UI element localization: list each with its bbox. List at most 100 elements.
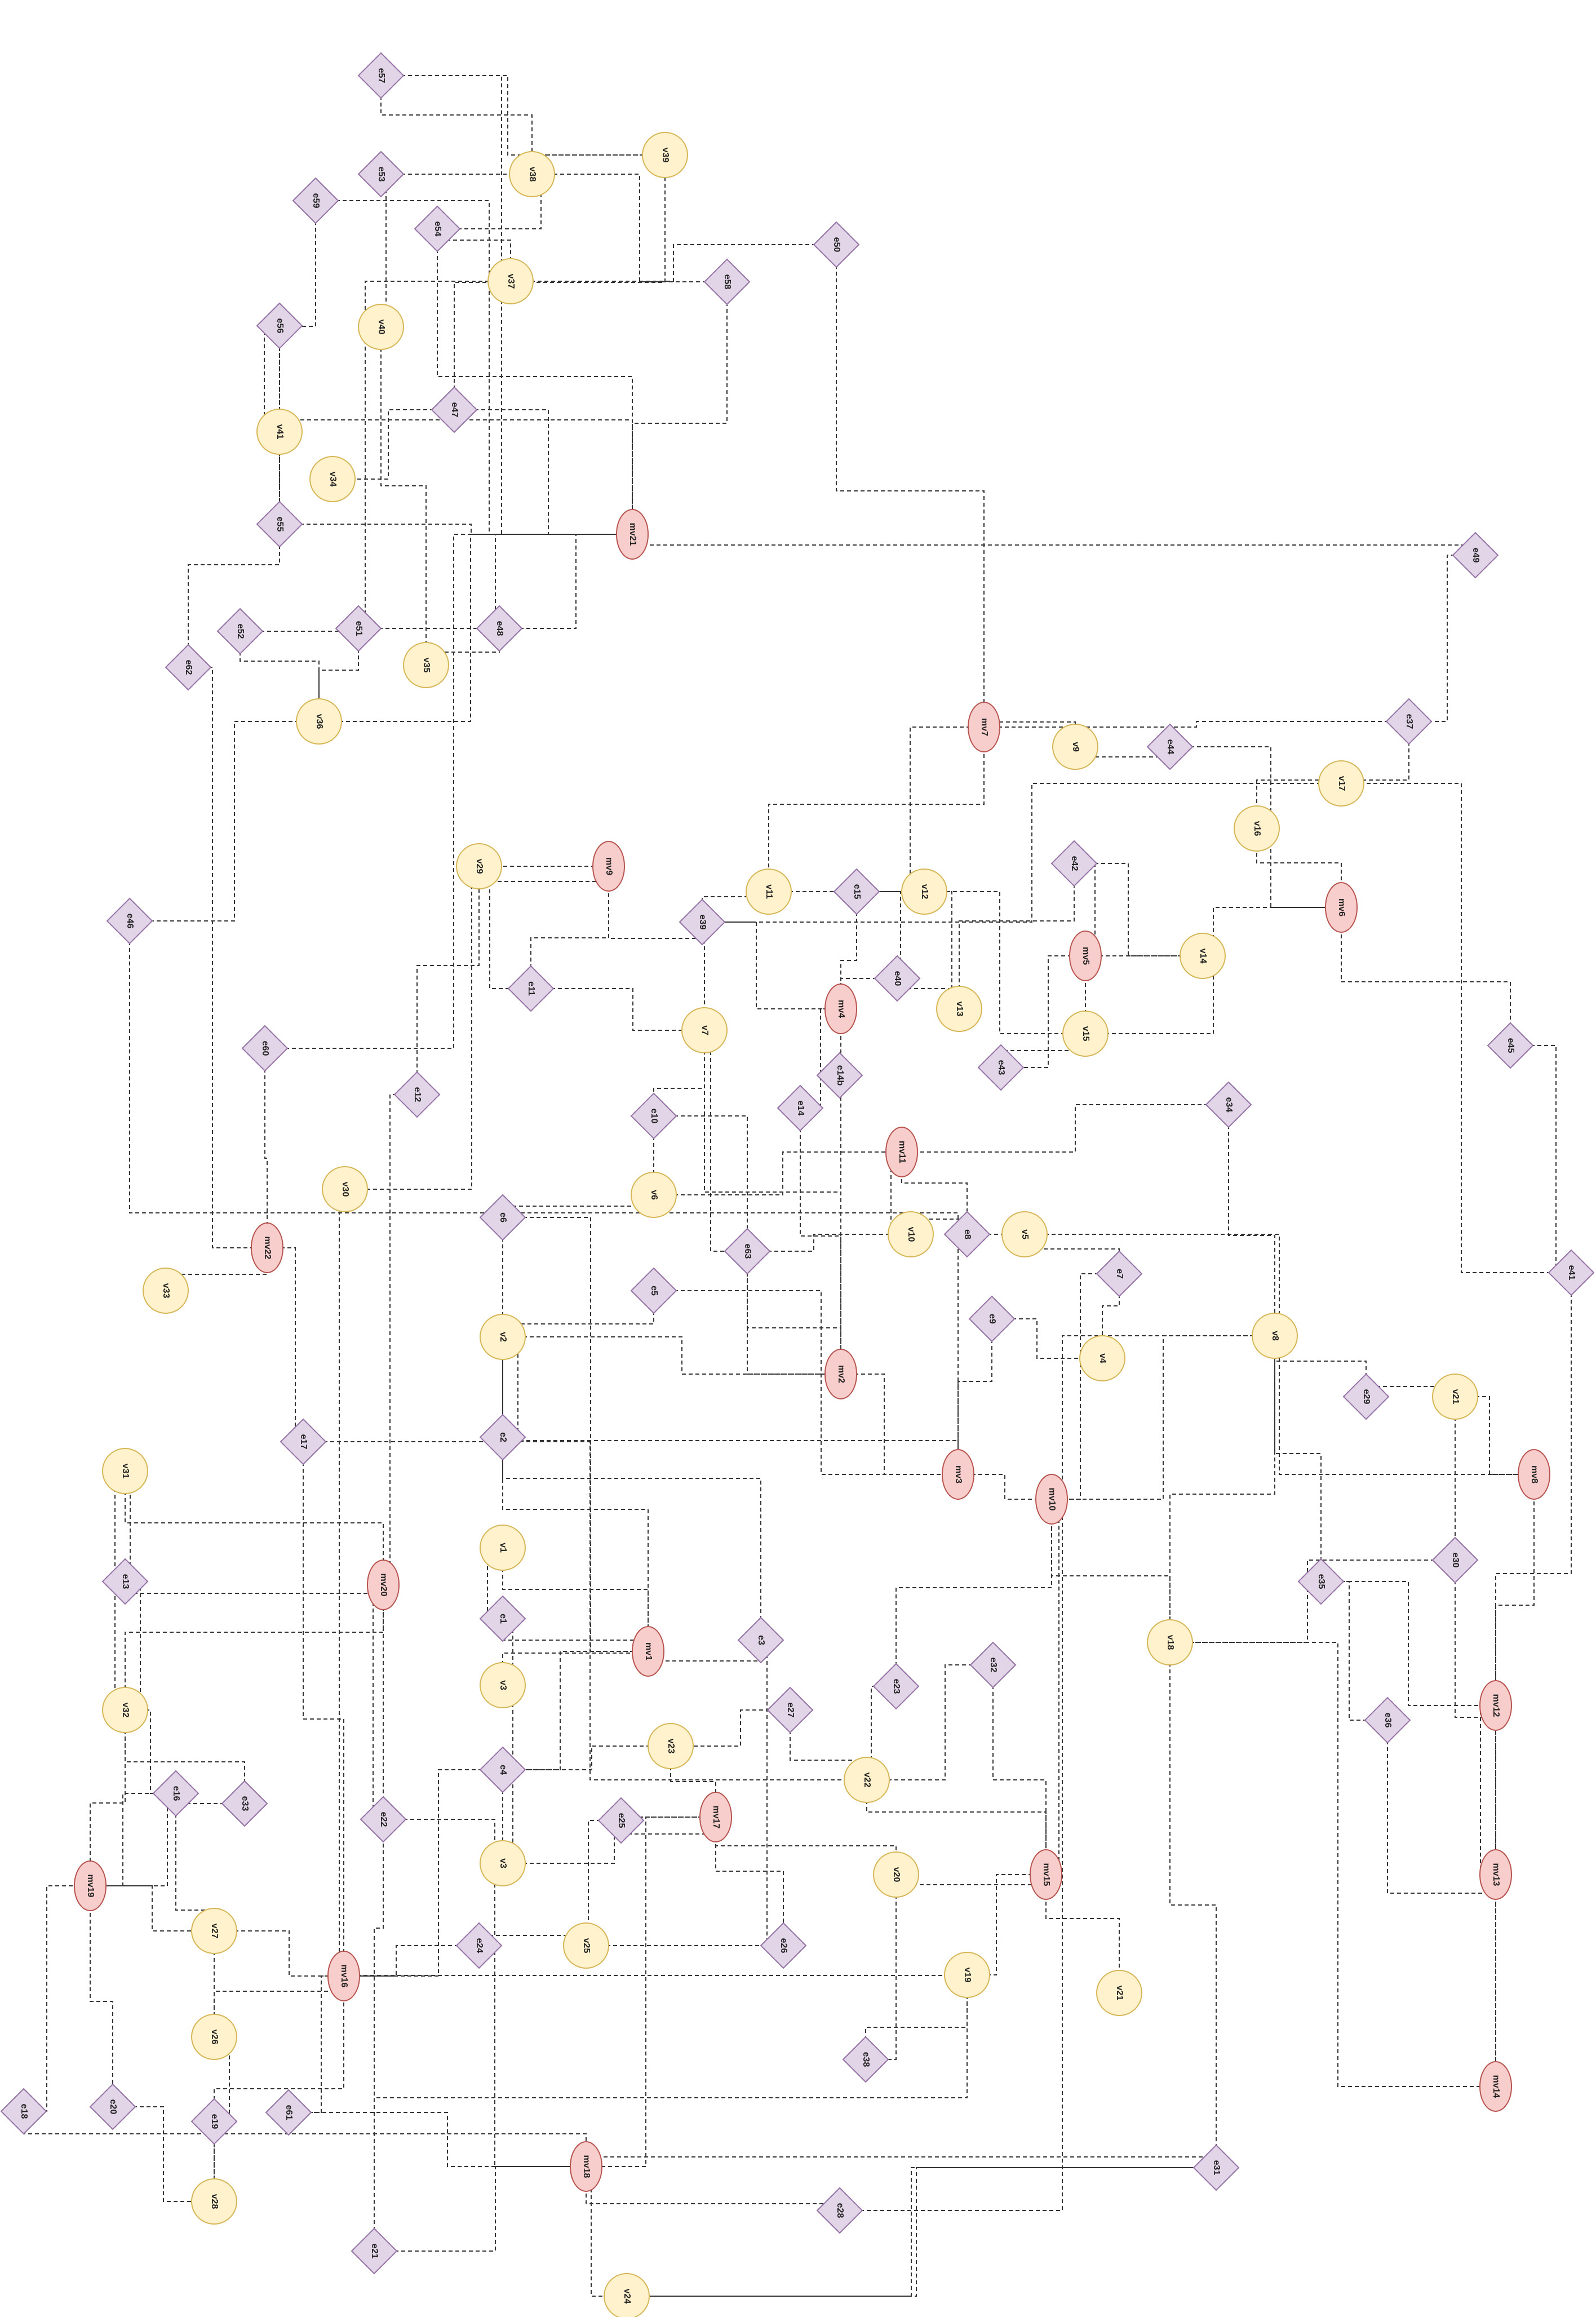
node-shape <box>1252 1313 1298 1359</box>
hyperedge-node: e52 <box>216 608 264 655</box>
node-shape <box>872 1663 920 1710</box>
node-shape <box>842 2036 889 2083</box>
variable-node: v30 <box>322 1166 368 1212</box>
node-label: e30 <box>1451 1553 1460 1568</box>
node-shape <box>1001 1211 1048 1257</box>
connector-line <box>130 721 319 922</box>
node-label: mv10 <box>1047 1488 1057 1511</box>
hyperedge-node: e24 <box>455 1922 503 1969</box>
node-label: v13 <box>955 1002 964 1017</box>
node-label: e32 <box>988 1658 998 1673</box>
node-shape <box>480 1840 526 1886</box>
connector-line <box>289 2112 586 2167</box>
node-label: e1 <box>498 1614 508 1624</box>
node-label: v2 <box>498 1332 508 1342</box>
meta-variable-node: mv17 <box>699 1792 732 1842</box>
node-label: e44 <box>1165 739 1175 755</box>
hyperedge-node: e46 <box>106 897 153 945</box>
connector-line <box>345 866 609 1190</box>
node-label: mv13 <box>1491 1863 1501 1886</box>
node-label: e19 <box>210 2114 219 2129</box>
node-shape <box>648 1723 694 1769</box>
node-shape <box>431 386 478 433</box>
connector-line <box>1455 1560 1496 1875</box>
node-label: v20 <box>892 1867 901 1882</box>
variable-node: v36 <box>296 698 342 745</box>
node-label: e14b <box>835 1065 845 1086</box>
variable-node: v41 <box>256 409 303 455</box>
node-label: v28 <box>210 2194 219 2209</box>
node-label: e16 <box>171 1786 181 1801</box>
node-label: e40 <box>893 971 902 986</box>
connector-line <box>1228 1105 1275 1336</box>
hyperedge-node: e15 <box>833 868 880 915</box>
node-label: v7 <box>700 1025 710 1035</box>
hyperedge-node: e42 <box>1050 840 1098 887</box>
hyperedge-node: e6 <box>479 1194 526 1241</box>
variable-node: v11 <box>746 869 792 915</box>
node-label: v11 <box>764 884 774 899</box>
variable-node: v24 <box>604 2273 650 2317</box>
node-label: mv15 <box>1041 1863 1051 1886</box>
node-shape <box>942 1449 974 1500</box>
variable-node: v27 <box>191 1908 237 1954</box>
node-label: e6 <box>498 1212 508 1222</box>
hyperedge-node: e51 <box>335 605 382 652</box>
meta-variable-node: mv19 <box>74 1860 107 1911</box>
node-shape <box>1452 531 1499 579</box>
hyperedge-node: e47 <box>431 386 478 433</box>
node-shape <box>280 1418 327 1465</box>
node-label: e28 <box>835 2203 845 2218</box>
node-label: mv19 <box>86 1875 95 1898</box>
variable-node: v21 <box>1432 1374 1478 1420</box>
node-label: e62 <box>184 660 193 675</box>
node-label: mv6 <box>1337 898 1346 916</box>
meta-variable-node: mv11 <box>885 1127 918 1177</box>
node-shape <box>681 1007 728 1053</box>
node-label: v15 <box>1081 1026 1090 1042</box>
connector-line <box>1480 1705 1496 1875</box>
node-label: e39 <box>698 915 707 930</box>
hyperedge-node: e13 <box>101 1558 149 1605</box>
node-label: e42 <box>1070 856 1079 871</box>
node-shape <box>1548 1249 1595 1296</box>
node-shape <box>265 2089 312 2136</box>
meta-variable-node: mv13 <box>1479 1849 1512 1900</box>
node-label: mv7 <box>979 718 989 736</box>
node-label: e51 <box>354 621 363 636</box>
node-label: v12 <box>920 884 929 900</box>
node-shape <box>143 1268 189 1314</box>
node-shape <box>1030 1849 1062 1900</box>
node-shape <box>679 898 726 946</box>
node-label: e4 <box>498 1765 508 1775</box>
node-label: v10 <box>906 1227 916 1242</box>
connector-line <box>437 229 633 534</box>
hyperedge-node: e56 <box>256 302 303 349</box>
node-label: v3 <box>498 1858 508 1868</box>
node-shape <box>509 151 555 197</box>
node-shape <box>1432 1374 1478 1420</box>
hyperedge-node: e29 <box>1342 1373 1390 1420</box>
connector-line <box>503 1618 513 1864</box>
node-label: e22 <box>379 1812 388 1827</box>
node-shape <box>216 608 264 655</box>
node-label: e20 <box>108 2099 118 2115</box>
node-label: v35 <box>422 658 431 673</box>
node-shape <box>1479 2061 1512 2112</box>
node-label: v1 <box>498 1543 508 1553</box>
connector-line <box>627 2167 1216 2297</box>
connector-line <box>531 988 704 1031</box>
node-label: v27 <box>210 1924 219 1939</box>
node-label: v16 <box>1252 821 1262 836</box>
connector-line <box>586 2156 1217 2168</box>
node-shape <box>1431 1536 1479 1584</box>
hyperedge-node: e19 <box>190 2098 238 2145</box>
node-label: e35 <box>1316 1574 1326 1589</box>
node-shape <box>885 1127 918 1177</box>
hyperedge-node: e59 <box>292 177 339 224</box>
node-shape <box>968 702 1000 752</box>
connector-line <box>1274 1336 1322 1581</box>
node-shape <box>1096 1250 1143 1297</box>
connector-line <box>1046 1499 1059 1875</box>
node-shape <box>456 843 502 889</box>
